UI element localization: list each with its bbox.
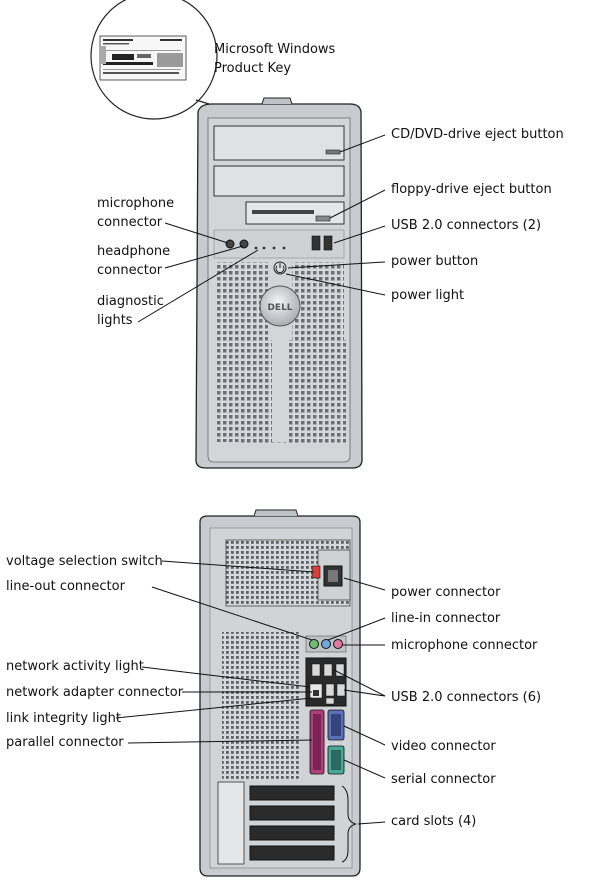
cd-dvd-eject-button[interactable]	[325, 149, 341, 155]
card-slot-3[interactable]	[249, 825, 335, 841]
card-slot-1[interactable]	[249, 785, 335, 801]
svg-text:DELL: DELL	[267, 303, 292, 313]
label-link-integrity: link integrity light	[6, 711, 122, 726]
back-usb-port[interactable]	[335, 663, 345, 677]
front-microphone-jack[interactable]	[225, 239, 235, 249]
label-headphone-l1: headphone	[97, 244, 171, 259]
card-slot-4[interactable]	[249, 845, 335, 861]
label-card-slots: card slots (4)	[391, 814, 477, 829]
diagnostic-light-4	[282, 246, 286, 250]
back-leader-lines	[115, 560, 386, 825]
back-usb-port[interactable]	[336, 683, 346, 697]
label-serial: serial connector	[391, 772, 496, 787]
label-usb-front: USB 2.0 connectors (2)	[391, 218, 542, 233]
label-parallel: parallel connector	[6, 735, 124, 750]
label-line-out: line-out connector	[6, 579, 125, 594]
diagnostic-light-2	[262, 246, 266, 250]
front-leader-lines	[137, 134, 386, 323]
back-usb-port[interactable]	[325, 683, 335, 697]
product-key-line2: Product Key	[214, 61, 292, 76]
product-key-line1: Microsoft Windows	[214, 42, 336, 57]
microphone-jack[interactable]	[333, 639, 343, 649]
label-diagnostic: diagnostic lights	[97, 292, 164, 330]
label-headphone-l2: connector	[97, 263, 163, 278]
label-front-microphone-l1: microphone	[97, 196, 175, 211]
line-out-jack[interactable]	[309, 639, 319, 649]
label-video: video connector	[391, 739, 496, 754]
front-usb-port-1[interactable]	[311, 235, 321, 251]
label-network-adapter: network adapter connector	[6, 685, 184, 700]
back-view	[199, 509, 361, 877]
label-network-activity: network activity light	[6, 659, 144, 674]
product-key-label: Microsoft Windows Product Key	[214, 40, 335, 78]
diagnostic-light-1	[254, 246, 258, 250]
label-voltage-switch: voltage selection switch	[6, 554, 163, 569]
label-front-microphone-l2: connector	[97, 215, 163, 230]
label-headphone: headphone connector	[97, 242, 170, 280]
back-usb-port[interactable]	[323, 663, 333, 677]
back-usb-port[interactable]	[311, 663, 321, 677]
label-usb-back: USB 2.0 connectors (6)	[391, 690, 542, 705]
label-line-in: line-in connector	[391, 611, 501, 626]
label-diagnostic-l2: lights	[97, 313, 133, 328]
front-view: DELL	[90, 0, 363, 469]
label-diagnostic-l1: diagnostic	[97, 294, 164, 309]
label-microphone: microphone connector	[391, 638, 538, 653]
product-key-label-sticker	[99, 35, 187, 81]
label-power-connector: power connector	[391, 585, 501, 600]
back-usb-port[interactable]	[325, 697, 335, 705]
label-power-light: power light	[391, 288, 465, 303]
front-usb-port-2[interactable]	[323, 235, 333, 251]
label-floppy-eject: floppy-drive eject button	[391, 182, 552, 197]
label-cd-eject: CD/DVD-drive eject button	[391, 127, 564, 142]
dell-logo	[259, 285, 301, 327]
cd-dvd-drive-bay	[213, 125, 345, 161]
diagnostic-light-3	[272, 246, 276, 250]
label-power-button: power button	[391, 254, 479, 269]
floppy-eject-button[interactable]	[315, 215, 331, 222]
label-front-microphone: microphone connector	[97, 194, 174, 232]
card-slot-2[interactable]	[249, 805, 335, 821]
line-in-jack[interactable]	[321, 639, 331, 649]
